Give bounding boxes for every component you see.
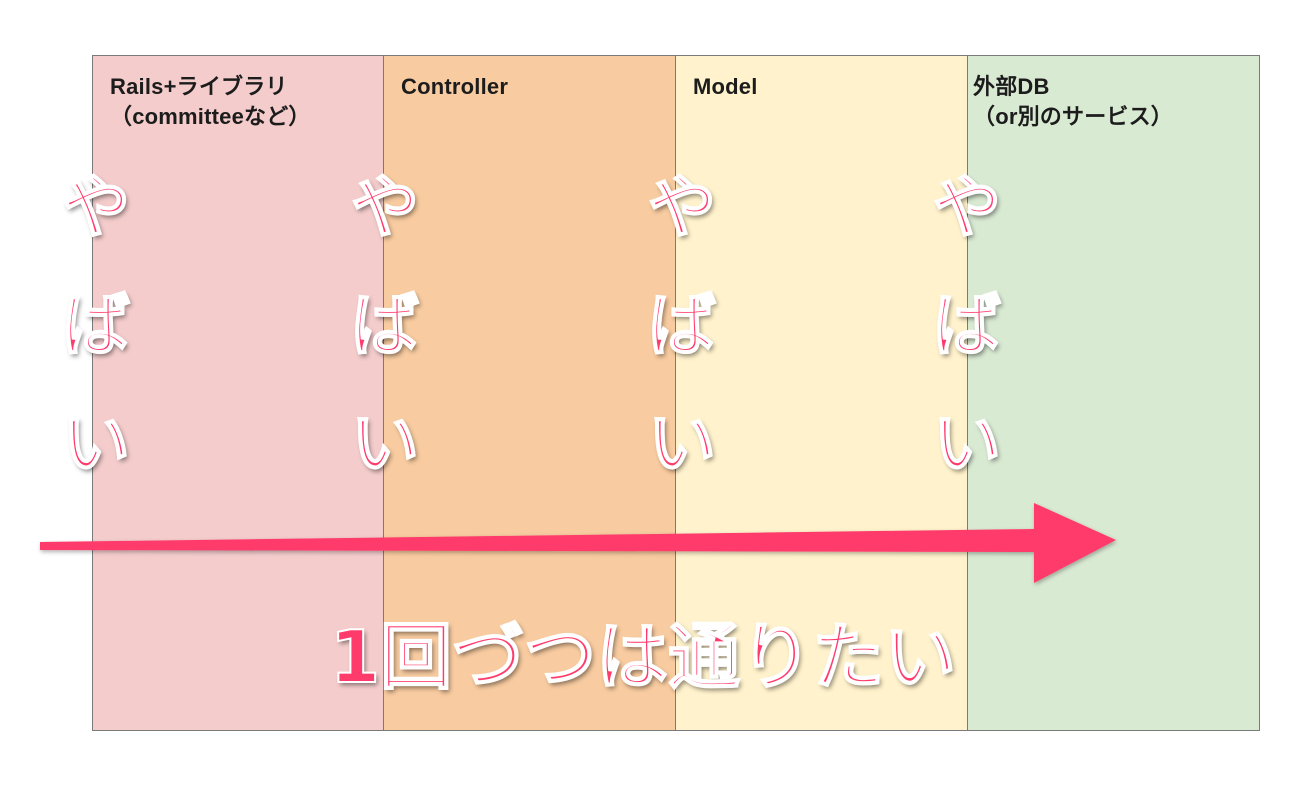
warning-char: い <box>350 404 420 485</box>
warning-char: ば <box>61 286 131 367</box>
column-controller <box>383 55 677 731</box>
flow-arrow-shape <box>40 503 1116 583</box>
warning-char: や <box>61 168 131 249</box>
column-label-model: Model <box>693 74 758 99</box>
warning-char: ば <box>932 286 1002 367</box>
warning-text-controller: や ば い <box>335 150 435 504</box>
warning-text-model: や ば い <box>632 150 732 504</box>
warning-char: や <box>932 168 1002 249</box>
warning-char: ば <box>647 286 717 367</box>
caption: 1回づつは通りたい <box>329 614 957 700</box>
column-external-db <box>967 55 1260 731</box>
warning-char: い <box>647 404 717 485</box>
warning-text-rails-library: や ば い <box>46 150 146 504</box>
column-label-external-db: 外部DB （or別のサービス） <box>973 74 1174 129</box>
warning-text-external-db: や ば い <box>917 150 1017 504</box>
column-label-controller: Controller <box>401 74 509 99</box>
column-rails-library <box>92 55 385 731</box>
warning-char: い <box>61 404 131 485</box>
column-label-rails-library: Rails+ライブラリ （committeeなど） <box>110 74 311 129</box>
warning-char: い <box>932 404 1002 485</box>
warning-char: や <box>350 168 420 249</box>
column-model <box>675 55 969 731</box>
warning-char: ば <box>350 286 420 367</box>
warning-char: や <box>647 168 717 249</box>
